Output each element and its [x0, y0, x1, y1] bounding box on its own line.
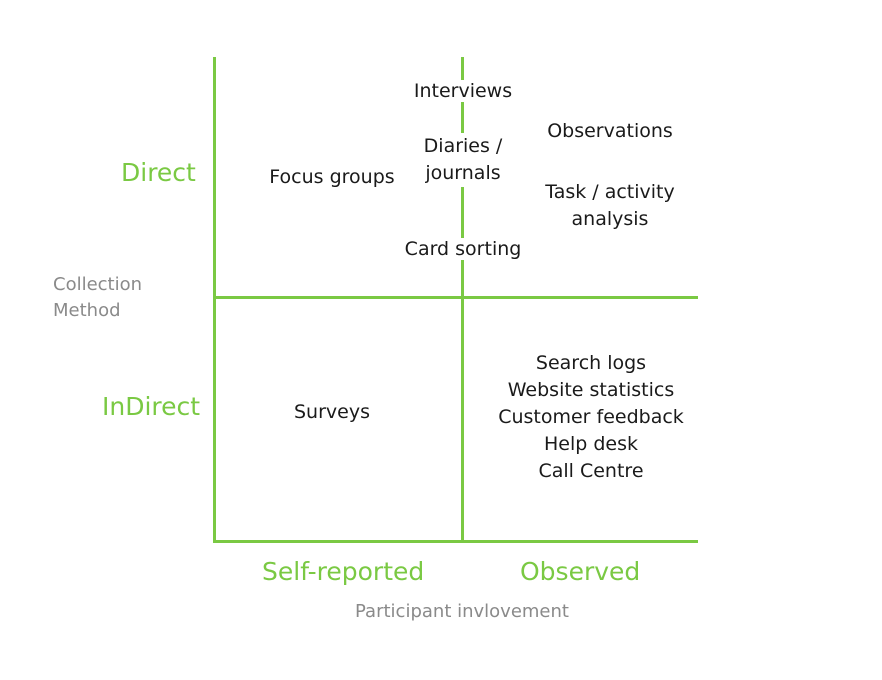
indirect-observed-list: Search logs Website statistics Customer … [486, 350, 696, 485]
item-surveys: Surveys [294, 401, 370, 423]
x-axis-title: Participant invlovement [355, 601, 569, 622]
x-axis-line [213, 540, 698, 543]
item-focus-groups: Focus groups [269, 166, 395, 188]
item-customer-feedback: Customer feedback [498, 406, 684, 428]
item-call-centre: Call Centre [538, 460, 644, 482]
y-axis-line [213, 57, 216, 543]
item-search-logs: Search logs [535, 352, 647, 374]
item-observations: Observations [547, 120, 673, 142]
item-card-sorting: Card sorting [362, 236, 564, 263]
item-help-desk: Help desk [543, 433, 638, 455]
vertical-divider [461, 57, 464, 543]
item-diaries-line2: journals [421, 160, 505, 187]
item-task-line1: Task / activity [545, 181, 675, 203]
y-axis-title-line1: Collection [53, 274, 143, 295]
item-interviews: Interviews [362, 78, 564, 105]
x-label-self-reported: Self-reported [262, 557, 425, 586]
y-axis-title: Collection Method [53, 272, 142, 324]
horizontal-divider [213, 296, 698, 299]
y-axis-title-line2: Method [53, 300, 121, 321]
item-diaries-journals: Diaries / journals [362, 133, 564, 187]
item-diaries-line1: Diaries / [419, 133, 507, 160]
y-label-indirect: InDirect [102, 392, 201, 421]
x-label-observed: Observed [520, 557, 641, 586]
item-website-statistics: Website statistics [507, 379, 675, 401]
y-label-direct: Direct [121, 158, 196, 187]
item-task-activity-analysis: Task / activity analysis [520, 179, 700, 233]
item-task-line2: analysis [571, 208, 649, 230]
